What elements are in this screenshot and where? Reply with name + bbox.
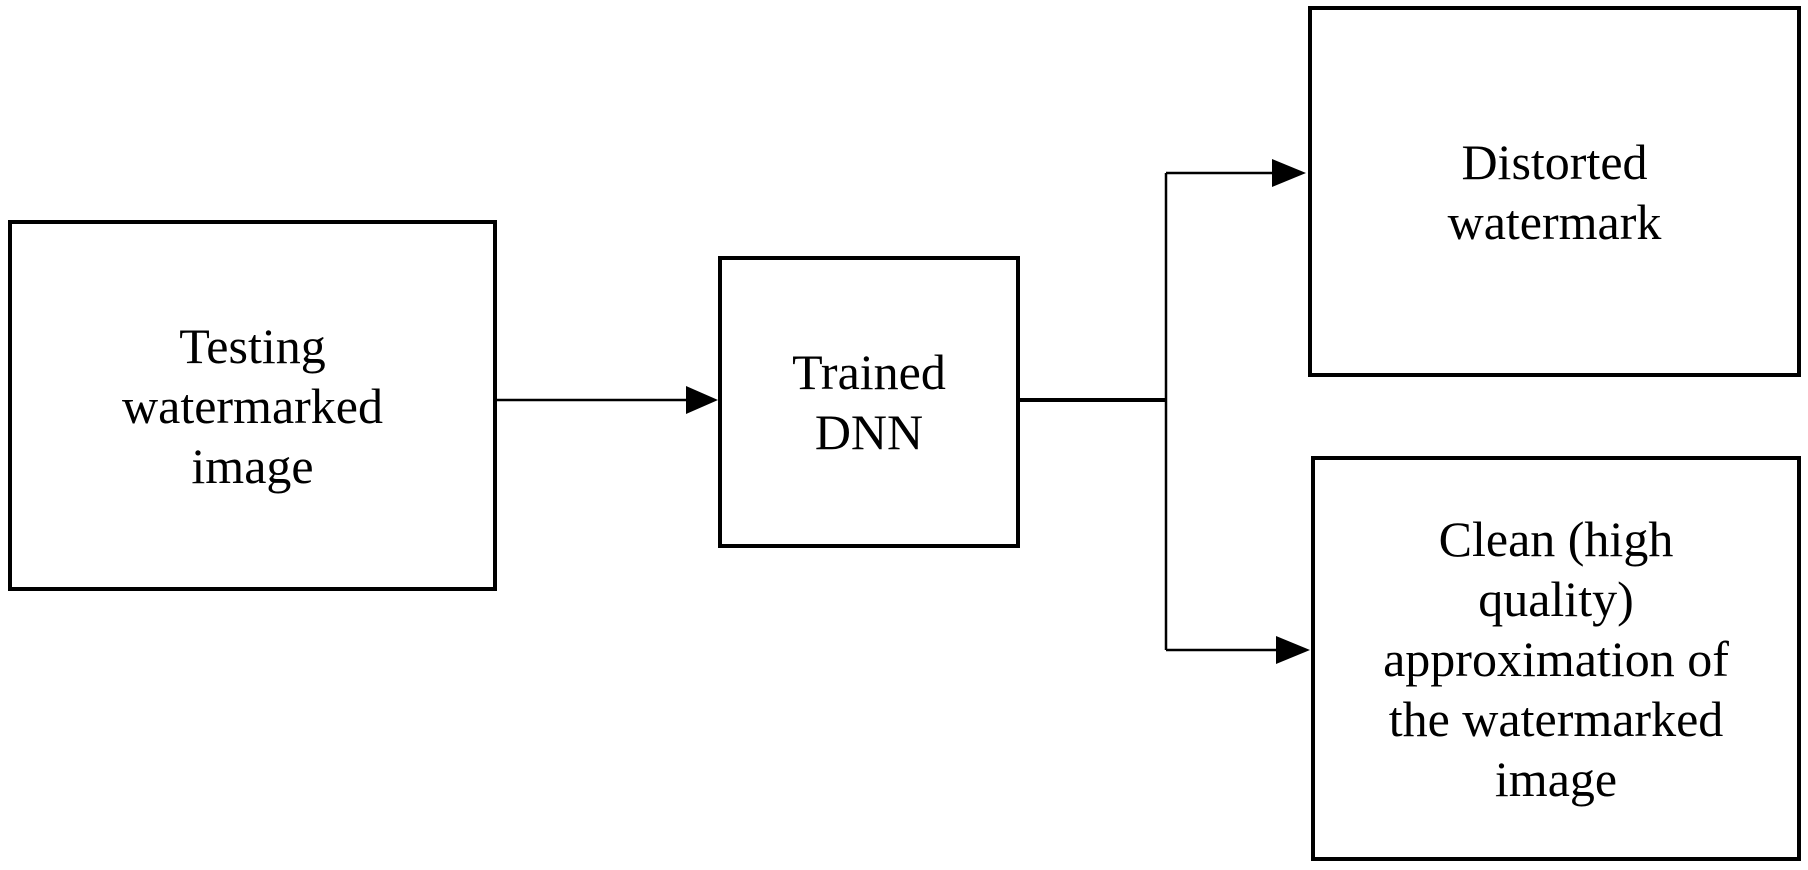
arrowhead-input-to-dnn — [686, 386, 718, 414]
trained-dnn-label: Trained DNN — [792, 344, 946, 460]
distorted-watermark-box: Distorted watermark — [1308, 6, 1801, 377]
arrowhead-dnn-to-clean-image — [1276, 636, 1310, 664]
clean-image-box: Clean (high quality) approximation of th… — [1311, 456, 1801, 861]
testing-watermarked-image-label: Testing watermarked image — [122, 317, 383, 494]
testing-watermarked-image-box: Testing watermarked image — [8, 220, 497, 591]
trained-dnn-box: Trained DNN — [718, 256, 1020, 548]
clean-image-label: Clean (high quality) approximation of th… — [1383, 510, 1729, 807]
distorted-watermark-label: Distorted watermark — [1447, 133, 1662, 250]
arrowhead-dnn-to-distorted-watermark — [1272, 159, 1306, 187]
